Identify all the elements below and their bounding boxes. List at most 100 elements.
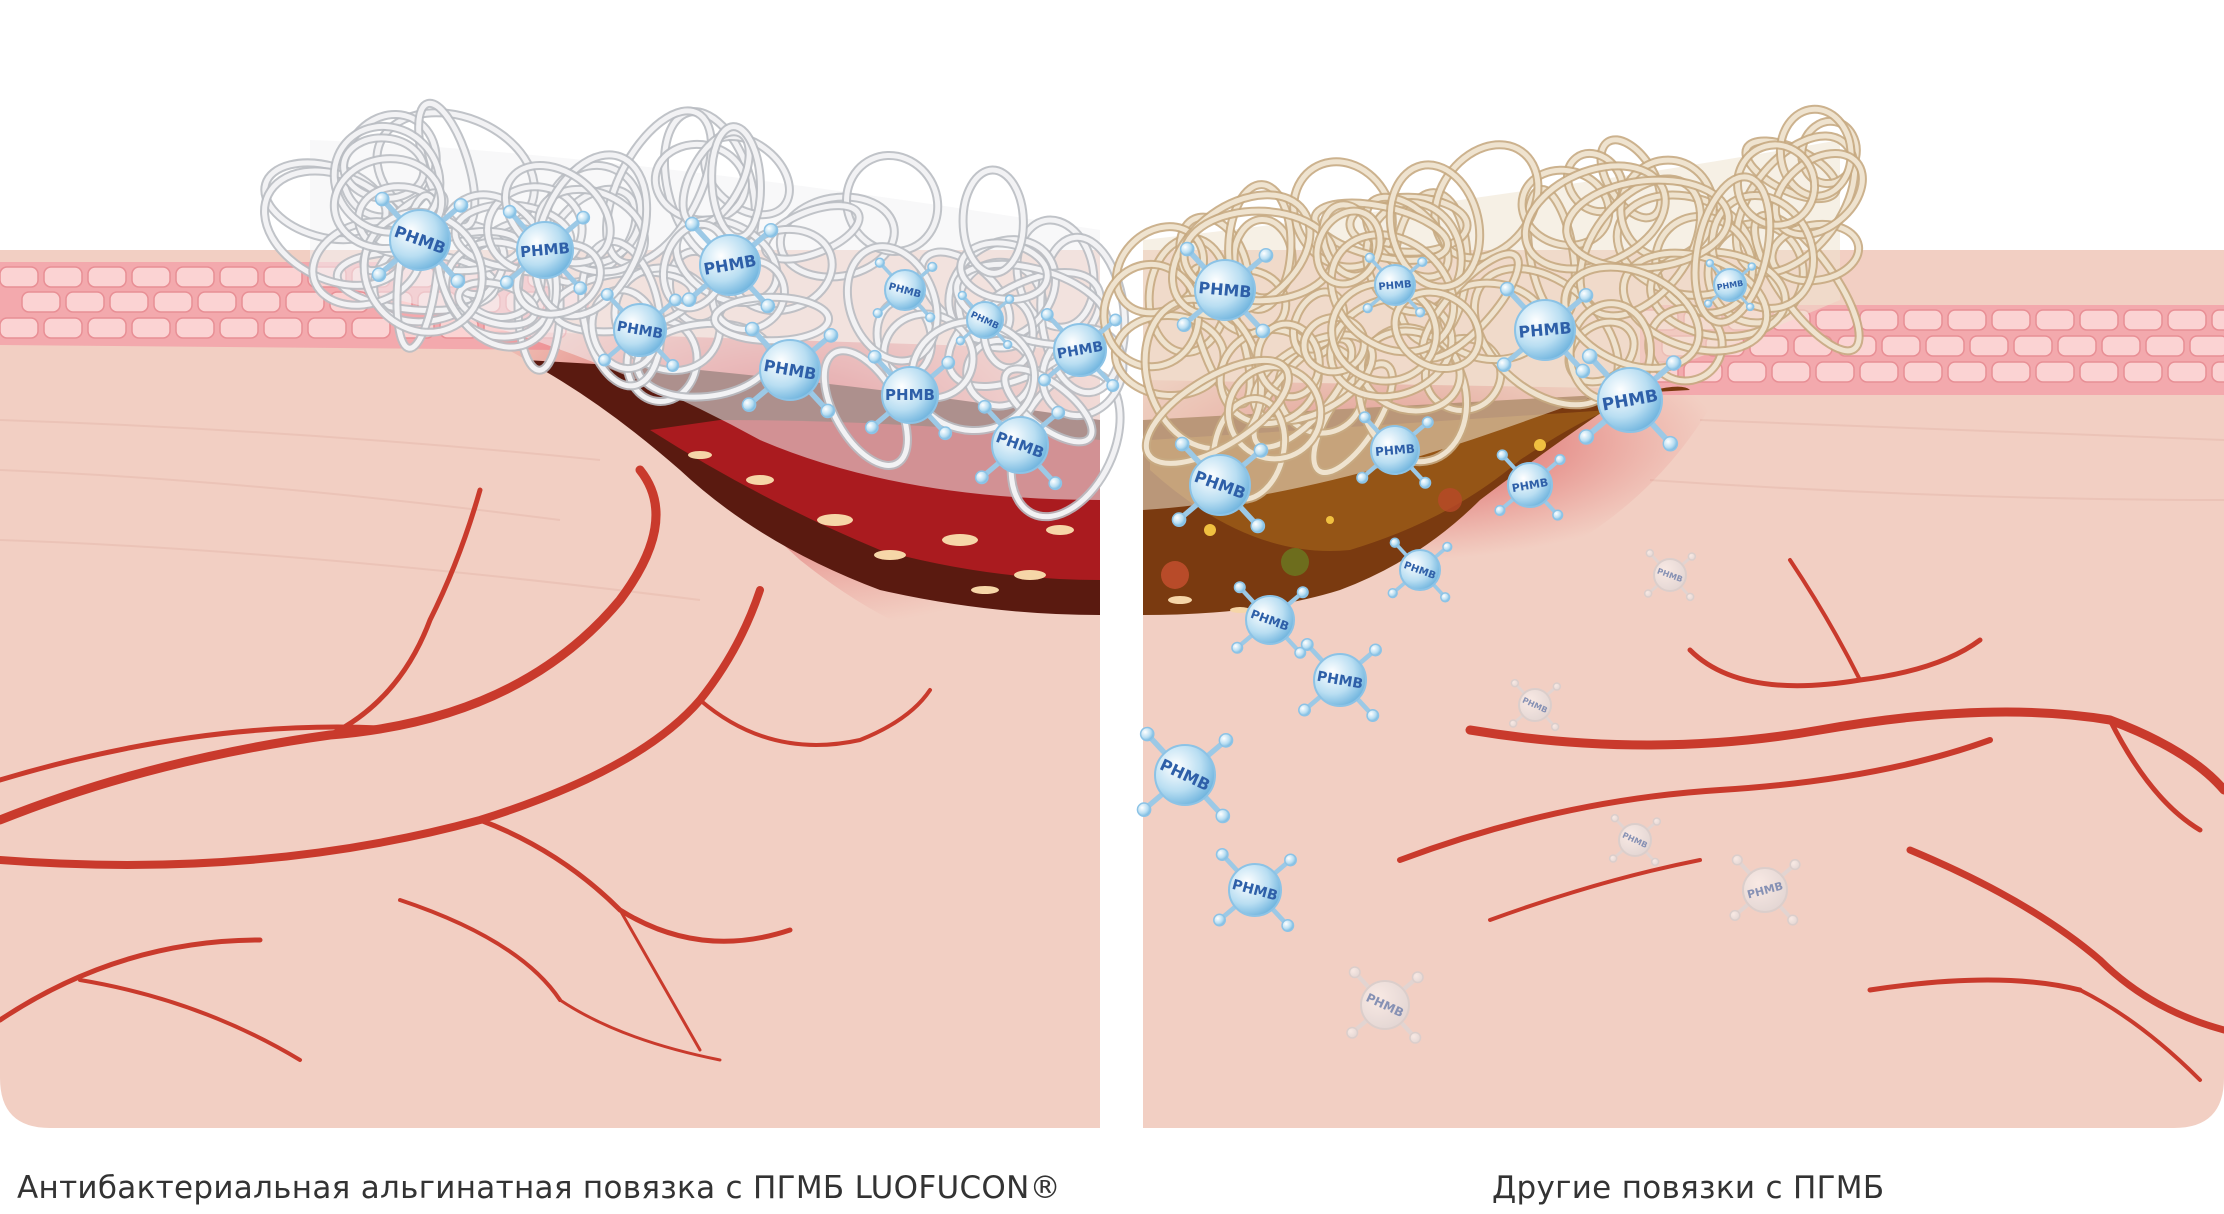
molecule-atom [1294,646,1307,659]
molecule-atom [1215,848,1229,861]
molecule-atom [1442,541,1453,553]
molecule-atom [600,288,614,301]
molecule-atom [684,216,700,232]
dressing-fiber-highlight [1314,208,1383,287]
phmb-molecule: PHMB [1578,348,1682,452]
molecule-label: PHMB [1511,476,1549,495]
molecule-atom [1358,411,1371,424]
molecule-atom [1687,552,1697,561]
molecule-atom [823,328,839,343]
epidermis-cell [307,317,347,339]
molecule-atom [741,397,757,412]
molecule-atom [1215,808,1231,824]
dressing-fiber-highlight [1143,357,1291,466]
epidermis-cell [175,266,215,288]
epidermis-cell [1859,361,1899,383]
molecule-atom [1703,299,1713,308]
phmb-molecule: PHMB [371,191,469,289]
epidermis-cell [2123,309,2163,331]
molecule-core [613,303,667,357]
molecule-atom [744,321,760,337]
molecule-atom [681,292,697,307]
dressing-fiber-highlight [1564,177,1731,271]
phmb-molecule: PHMB [1038,308,1122,392]
epidermis-cell [1947,361,1987,383]
phmb-molecule: PHMB [499,204,591,296]
molecule-atom [927,261,938,273]
molecule-atom [1685,592,1695,602]
molecule-atom [1048,476,1063,491]
molecule-atom [573,281,588,296]
dressing-fiber-highlight [1705,221,1806,326]
molecule-atom [938,426,953,441]
epidermis-cell [131,317,171,339]
molecule-atom [1296,586,1309,599]
molecule-atom [374,191,390,207]
molecule-atom [1508,719,1518,728]
molecule-core [884,269,926,311]
epidermis-cell [197,291,237,313]
epidermis-cell [2145,335,2185,357]
molecule-atom [1578,288,1594,303]
caption-other-dressings: Другие повязки с ПГМБ [1492,1170,1885,1206]
molecule-label: PHMB [885,386,935,404]
epidermis-cell [2035,309,2075,331]
epidermis-cell [2189,335,2224,357]
molecule-core [1194,259,1256,321]
molecule-atom [1731,854,1743,866]
phmb-molecule: PHMB [681,216,779,314]
epidermis-cell [87,266,127,288]
phmb-molecule: PHMB [1346,966,1424,1044]
dressing-fiber-highlight [1328,232,1457,355]
molecule-atom [1652,817,1662,826]
molecule-atom [1787,914,1799,926]
phmb-molecule: PHMB [1608,813,1662,867]
molecule-core [1742,867,1788,913]
molecule-atom [1109,313,1122,327]
phmb-molecule: PHMB [864,349,956,441]
molecule-atom [598,353,611,367]
molecule-atom [1578,429,1595,445]
epidermis-cell [1815,361,1855,383]
epidermis-cell [1947,309,1987,331]
molecule-atom [760,298,776,314]
epidermis-cell [2167,309,2207,331]
epidermis-cell [241,291,281,313]
molecule-atom [669,293,682,307]
phmb-molecule: PHMB [1362,252,1428,318]
molecule-atom [1494,504,1506,517]
phmb-molecule: PHMB [1508,678,1562,732]
molecule-atom [1610,813,1620,823]
molecule-atom [955,336,966,346]
dressing-fiber-highlight [1392,289,1482,372]
phmb-molecule: PHMB [1729,854,1801,926]
molecule-atom [1440,592,1451,603]
molecule-atom [1300,638,1314,651]
epidermis-cell [2101,335,2141,357]
dressing-fiber-highlight [844,153,941,254]
molecule-atom [1496,449,1508,461]
phmb-molecule: PHMB [1496,281,1594,379]
molecule-atom [1411,971,1424,984]
phmb-molecule: PHMB [1176,241,1274,339]
molecule-atom [820,403,836,419]
dressing-fiber-highlight [960,167,1026,276]
molecule-atom [1643,589,1653,598]
molecule-atom [1608,854,1618,863]
molecule-atom [1250,518,1266,534]
molecule-atom [1051,405,1066,420]
phmb-molecule: PHMB [1213,848,1297,932]
molecule-atom [1417,256,1428,268]
molecule-core [1713,268,1747,302]
molecule-atom [1255,323,1271,339]
epidermis-cell [2013,335,2053,357]
molecule-core [1313,653,1367,707]
molecule-atom [1362,302,1373,314]
molecule-core [516,221,574,279]
molecule-core [966,301,1004,339]
phmb-molecule: PHMB [598,288,682,372]
phmb-molecule: PHMB [1171,436,1269,534]
molecule-atom [1554,454,1566,466]
